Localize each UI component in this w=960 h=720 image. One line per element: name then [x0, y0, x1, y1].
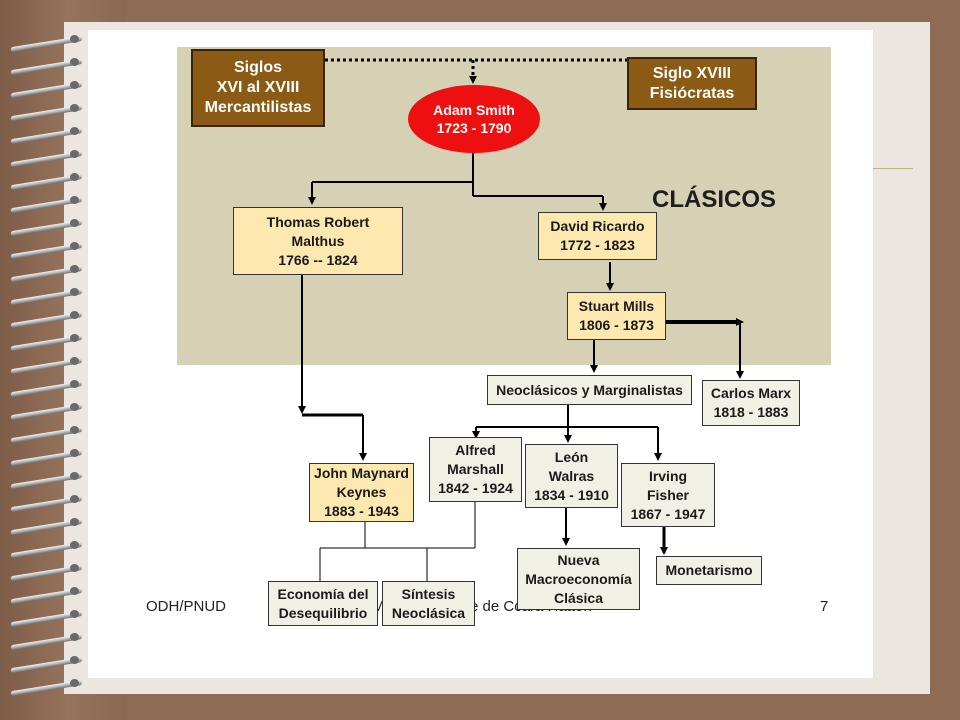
spiral-ring	[4, 218, 88, 237]
spiral-ring	[4, 172, 88, 191]
node-line: Irving	[648, 467, 688, 484]
node-line: Carlos Marx	[710, 385, 792, 401]
node-line: Thomas Robert	[266, 213, 370, 230]
spiral-ring	[4, 195, 88, 214]
node-line: Keynes	[336, 484, 387, 500]
spiral-ring	[4, 678, 88, 697]
node-line: 1772 - 1823	[560, 237, 635, 253]
node-line: Neoclásicos y Marginalistas	[496, 381, 683, 398]
spiral-ring	[4, 287, 88, 306]
node-line: XVI al XVIII	[216, 79, 300, 96]
node-line: Alfred	[455, 442, 496, 458]
node-line: Adam Smith	[433, 102, 515, 118]
node-line: John Maynard	[314, 465, 409, 481]
spiral-ring	[4, 471, 88, 490]
node-adam-smith: Adam Smith 1723 - 1790	[408, 85, 540, 153]
node-line: Clásica	[553, 589, 604, 606]
spiral-ring	[4, 379, 88, 398]
spiral-ring	[4, 655, 88, 674]
spiral-ring	[4, 103, 88, 122]
spiral-ring	[4, 80, 88, 99]
node-line: 1818 - 1883	[713, 404, 789, 420]
node-line: León	[554, 448, 589, 465]
spiral-ring	[4, 310, 88, 329]
spiral-ring	[4, 448, 88, 467]
node-line: 1806 - 1873	[579, 317, 654, 333]
node-line: 1842 - 1924	[438, 480, 513, 496]
footer-page-number: 7	[820, 598, 829, 615]
node-monetarismo: Monetarismo	[656, 556, 762, 585]
node-line: 1883 - 1943	[324, 503, 399, 519]
spiral-ring	[4, 241, 88, 260]
spiral-ring	[4, 333, 88, 352]
node-line: Neoclásica	[391, 604, 466, 621]
node-line: Fisher	[646, 486, 689, 503]
node-line: Monetarismo	[665, 562, 753, 578]
spiral-ring	[4, 264, 88, 283]
spiral-ring	[4, 57, 88, 76]
spiral-ring	[4, 609, 88, 628]
spiral-ring	[4, 517, 88, 536]
spiral-ring	[4, 425, 88, 444]
node-line: Economía del	[277, 585, 369, 602]
spiral-ring	[4, 540, 88, 559]
node-line: David Ricardo	[550, 218, 645, 234]
footer-left: ODH/PNUD	[146, 598, 227, 615]
node-line: Marshall	[447, 461, 504, 477]
node-line: Fisiócratas	[649, 84, 735, 102]
spiral-ring	[4, 149, 88, 168]
node-line: 1766 -- 1824	[278, 251, 358, 268]
node-line: Walras	[548, 467, 595, 484]
node-mills: Stuart Mills 1806 - 1873	[567, 292, 666, 340]
node-line: Nueva	[557, 551, 600, 568]
spiral-ring	[4, 563, 88, 582]
spiral-ring	[4, 34, 88, 53]
decorative-rule	[873, 168, 913, 169]
node-line: Desequilibrio	[278, 604, 368, 621]
spiral-ring	[4, 494, 88, 513]
node-line: Siglo XVIII	[652, 64, 732, 82]
node-line: Stuart Mills	[578, 298, 655, 314]
node-ricardo: David Ricardo 1772 - 1823	[538, 212, 657, 260]
node-line: 1867 - 1947	[630, 505, 706, 522]
node-line: Mercantilistas	[204, 99, 312, 116]
node-fisiocratas: Siglo XVIII Fisiócratas	[627, 57, 757, 110]
spiral-ring	[4, 356, 88, 375]
node-line: Síntesis	[401, 585, 456, 602]
spiral-ring	[4, 586, 88, 605]
spiral-ring	[4, 126, 88, 145]
node-line: Malthus	[291, 232, 345, 249]
spiral-ring	[4, 402, 88, 421]
node-marx: Carlos Marx 1818 - 1883	[702, 380, 800, 426]
node-line: Siglos	[233, 59, 282, 76]
node-line: 1723 - 1790	[436, 120, 512, 136]
node-line: 1834 - 1910	[534, 486, 609, 503]
node-line: Macroeconomía	[525, 570, 632, 587]
section-label-clasicos: CLÁSICOS	[652, 186, 777, 213]
node-neoclasicos: Neoclásicos y Marginalistas	[487, 375, 692, 405]
spiral-ring	[4, 632, 88, 651]
